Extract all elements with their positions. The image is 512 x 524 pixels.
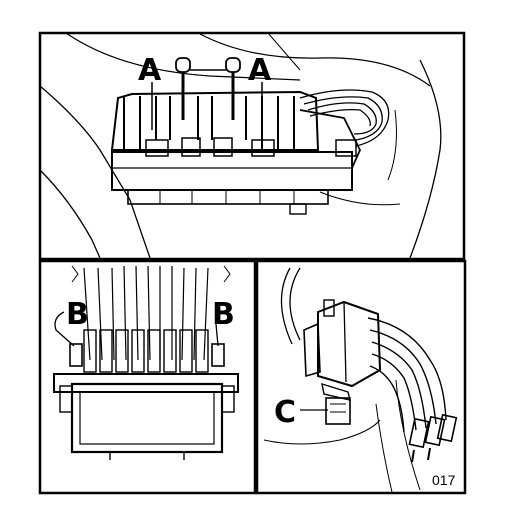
panel-bottom-left: B B — [38, 259, 257, 495]
leader-b-left — [54, 311, 75, 347]
callout-b-left: B — [66, 297, 89, 332]
wire-bundle-top — [299, 89, 390, 147]
connector-block-top — [110, 57, 361, 215]
terminal-row — [69, 329, 225, 373]
callout-b-right: B — [212, 297, 235, 332]
wire-end-terminals — [408, 413, 458, 463]
connector-body-side — [303, 299, 382, 425]
panel-bottom-left-frame — [38, 259, 257, 495]
callout-a-right: A — [248, 53, 272, 88]
connector-housing-front — [53, 373, 239, 460]
wire-bundle-side — [280, 267, 447, 433]
callout-c: C — [274, 395, 296, 430]
panel-top: A A — [38, 31, 466, 261]
leader-b-right — [215, 323, 219, 347]
panel-bottom-right-frame — [255, 259, 467, 495]
callout-a-left: A — [138, 53, 162, 88]
wire-bundle-front — [71, 265, 231, 361]
panel-top-frame — [38, 31, 466, 261]
figure-code: 017 — [432, 472, 456, 488]
panel-bottom-right: C 017 — [255, 259, 467, 495]
